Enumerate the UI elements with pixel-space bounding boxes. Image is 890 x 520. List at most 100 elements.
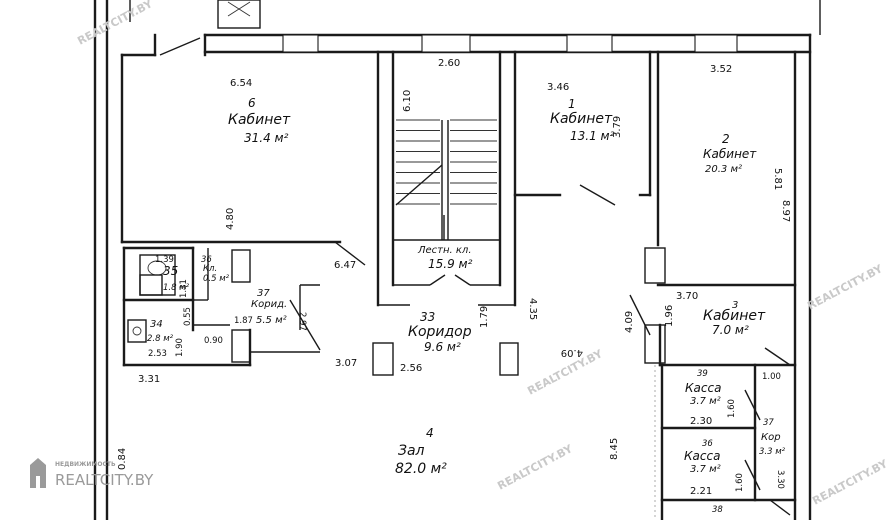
kor-label: 37 Кор 3.3 м² 3.30 <box>759 418 786 489</box>
kor-name: Кор <box>761 432 781 443</box>
corridor-area: 9.6 м² <box>424 340 461 354</box>
room-3-number: 3 <box>732 300 738 311</box>
room-1-number: 1 <box>568 97 576 111</box>
room-6-area: 31.4 м² <box>244 131 289 145</box>
hall-name: Зал <box>398 443 425 459</box>
dim-c: 4.09 <box>624 311 635 333</box>
room-3-label: 3.70 3 Кабинет 7.0 м² 1.96 1.00 <box>664 291 781 382</box>
room-34-number: 34 <box>150 319 163 330</box>
watermark-stamp: REALTCITY.BY <box>75 0 155 48</box>
kassa-1-d: 1.60 <box>727 399 737 418</box>
room-3-name: Кабинет <box>703 308 766 324</box>
hall-d5: 8.97 <box>780 200 791 222</box>
room-36-number: 36 <box>201 255 212 265</box>
room-34-len: 2.53 <box>148 349 167 359</box>
room-1-depth: 3.79 <box>612 116 623 138</box>
watermark-brand: REALTCITY.BY <box>55 471 154 489</box>
room-1-width: 3.46 <box>547 82 569 93</box>
kor-len: 3.30 <box>775 470 785 489</box>
room-1-label: 3.46 1 Кабинет 13.1 м² 3.79 <box>547 82 623 143</box>
room-34-label: 34 2.8 м² 0.90 1.90 0.55 2.53 <box>147 307 223 359</box>
corridor-d1: 1.79 <box>479 306 490 328</box>
room-6-label: 6.54 6 Кабинет 31.4 м² 4.80 <box>225 78 291 230</box>
watermark-tag: НЕДВИЖИМОСТЬ <box>55 461 116 468</box>
watermark-stamp: REALTCITY.BY <box>495 442 575 493</box>
stairwell-width: 2.60 <box>438 58 460 69</box>
room-2-name: Кабинет <box>703 147 757 161</box>
kassa-1-number: 39 <box>697 369 708 379</box>
kassa-2-label: 36 Касса 3.7 м² 2.21 1.60 <box>684 439 745 497</box>
room-3-col: 1.00 <box>762 372 781 382</box>
dim-a: 6.47 <box>334 260 356 271</box>
stairwell-depth: 6.10 <box>402 90 413 112</box>
kassa-1-label: 39 Касса 3.7 м² 2.30 1.60 <box>685 369 737 427</box>
kassa-2-d: 1.60 <box>735 473 745 492</box>
room-6-depth: 4.80 <box>225 208 236 230</box>
watermark-stamp: REALTCITY.BY <box>805 262 885 313</box>
kassa-2-area: 3.7 м² <box>690 464 721 475</box>
room-3-area: 7.0 м² <box>712 323 749 337</box>
room-37-len: 1.87 <box>234 316 253 326</box>
stair-tread <box>395 164 443 206</box>
room-1-area: 13.1 м² <box>570 129 615 143</box>
kassa-2-name: Касса <box>684 449 720 463</box>
room-2-width: 3.52 <box>710 64 732 75</box>
room-37-len2: 2.97 <box>297 312 307 331</box>
room-6-width: 6.54 <box>230 78 252 89</box>
room-35-area: 1.8 м² <box>163 283 190 293</box>
room-34-w2: 0.55 <box>183 307 193 326</box>
dim-b: 4.09 <box>561 347 583 358</box>
room-35-dim: 1.39 <box>155 255 174 265</box>
hall-label: 3.31 3.07 4 Зал 82.0 м² 0.84 8.45 8.97 <box>117 200 791 477</box>
room-6-name: Кабинет <box>228 112 291 128</box>
room-37-area: 5.5 м² <box>256 315 287 326</box>
room-37-label: 37 Корид. 1.87 5.5 м² 2.97 <box>234 288 307 331</box>
watermark-stamp: REALTCITY.BY <box>810 457 890 508</box>
hall-d1: 3.31 <box>138 374 160 385</box>
room-35-side: 1.31 <box>179 279 189 298</box>
hall-d3: 0.84 <box>117 448 128 470</box>
stairwell-label: 6.10 2.60 Лестн. кл. 15.9 м² <box>402 58 473 271</box>
room-37-name: Корид. <box>251 299 287 310</box>
room-3-width: 3.70 <box>676 291 698 302</box>
room-2-area: 20.3 м² <box>705 164 742 175</box>
room-2-depth: 5.81 <box>772 168 783 190</box>
corridor-d3: 2.56 <box>400 363 422 374</box>
corridor-number: 33 <box>420 310 435 324</box>
corridor-d2: 4.35 <box>527 298 538 320</box>
kassa-1-name: Касса <box>685 381 721 395</box>
room-2-label: 3.52 2 Кабинет 20.3 м² 5.81 <box>703 64 783 190</box>
kassa-2-w: 2.21 <box>690 486 712 497</box>
room-36-name: Кл. <box>203 264 217 274</box>
hall-number: 4 <box>426 426 434 440</box>
interior-walls <box>120 50 797 520</box>
kassa-1-w: 2.30 <box>690 416 712 427</box>
corridor-label: 33 Коридор 9.6 м² 1.79 4.35 2.56 <box>400 298 538 374</box>
exterior-walls <box>93 0 821 520</box>
room-34-area: 2.8 м² <box>147 334 174 344</box>
hall-area: 82.0 м² <box>395 461 447 477</box>
stairwell-area: 15.9 м² <box>428 257 473 271</box>
room-38-number: 38 <box>712 505 723 515</box>
kor-number: 37 <box>763 418 774 428</box>
room-6-number: 6 <box>248 96 256 110</box>
room-2-number: 2 <box>722 132 730 146</box>
hall-d2: 3.07 <box>335 358 357 369</box>
room-37-number: 37 <box>257 288 270 299</box>
staircase <box>395 119 497 240</box>
kassa-2-number: 36 <box>702 439 713 449</box>
stairwell-name: Лестн. кл. <box>417 245 472 256</box>
watermark-logo: REALTCITY.BY НЕДВИЖИМОСТЬ <box>30 458 154 489</box>
room-1-name: Кабинет <box>550 111 613 127</box>
room-3-depth: 1.96 <box>664 305 675 327</box>
room-35-label: 1.39 35 1.8 м² 1.31 <box>155 255 190 298</box>
room-34-d: 1.90 <box>175 338 185 357</box>
room-36-label: 36 Кл. 0.5 м² <box>201 255 230 284</box>
hall-d4: 8.45 <box>609 438 620 460</box>
room-35-number: 35 <box>163 264 178 278</box>
kor-area: 3.3 м² <box>759 447 786 457</box>
kassa-1-area: 3.7 м² <box>690 396 721 407</box>
corridor-name: Коридор <box>408 324 472 340</box>
room-34-w: 0.90 <box>204 336 223 346</box>
